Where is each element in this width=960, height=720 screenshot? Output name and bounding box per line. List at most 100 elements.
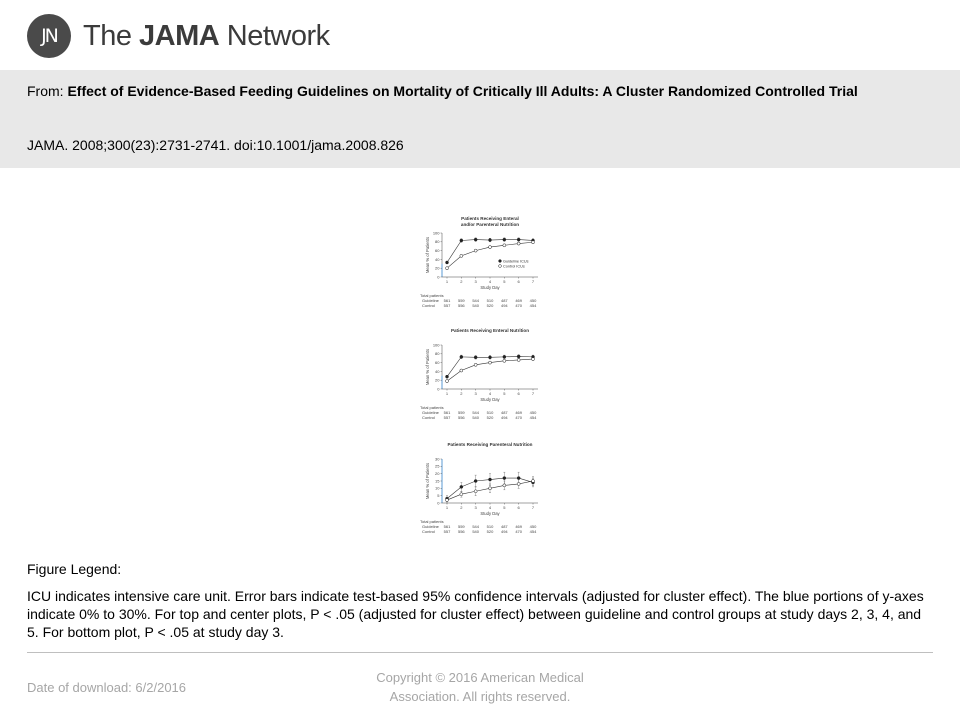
- logo-prefix: The: [83, 19, 140, 52]
- table-cell: 557: [444, 303, 451, 308]
- y-axis-label: Mean % of Patients: [425, 463, 430, 499]
- y-tick-label: 80: [435, 239, 440, 244]
- table-cell: 487: [501, 524, 508, 529]
- control-point: [488, 360, 492, 365]
- x-tick-label: 1: [446, 279, 449, 284]
- table-cell: 559: [458, 298, 465, 303]
- copyright-notice: Copyright © 2016 American Medical Associ…: [376, 670, 584, 704]
- control-point: [445, 498, 449, 502]
- x-tick-label: 4: [489, 391, 492, 396]
- control-point: [459, 492, 464, 496]
- table-cell: 450: [530, 410, 537, 415]
- table-heading: Total patients: [420, 405, 444, 410]
- table-cell: 556: [458, 415, 465, 420]
- chart-title: and/or Parenteral Nutrition: [461, 222, 519, 227]
- logo-suffix: Network: [219, 19, 330, 52]
- table-cell: 557: [444, 529, 451, 534]
- guideline-point: [502, 476, 507, 480]
- x-axis-label: Study Day: [480, 397, 500, 402]
- control-point: [531, 240, 535, 244]
- table-cell: 450: [530, 524, 537, 529]
- control-point: [531, 357, 535, 361]
- guideline-point: [459, 238, 464, 243]
- x-tick-label: 3: [475, 391, 478, 396]
- guideline-point: [473, 237, 478, 242]
- control-point: [473, 489, 478, 494]
- table-cell: 487: [501, 298, 508, 303]
- x-axis-label: Study Day: [480, 285, 500, 290]
- control-point: [488, 486, 492, 491]
- article-citation: From: Effect of Evidence-Based Feeding G…: [27, 82, 927, 101]
- table-cell: 470: [515, 529, 522, 534]
- legend-entry: Control ICUs: [503, 264, 525, 268]
- table-cell: 520: [487, 415, 494, 420]
- control-point: [473, 363, 478, 367]
- logo-bold: JAMA: [139, 19, 220, 52]
- control-point: [516, 482, 521, 486]
- jn-logo-mark: JN: [27, 14, 71, 58]
- table-cell: 540: [472, 303, 479, 308]
- y-tick-label: 25: [435, 464, 440, 469]
- table-cell: 540: [472, 415, 479, 420]
- table-row-label: Guideline: [422, 524, 440, 529]
- y-tick-label: 15: [435, 478, 440, 483]
- x-axis-label: Study Day: [480, 511, 500, 516]
- x-tick-label: 7: [532, 279, 535, 284]
- chart-title: Patients Receiving Enteral: [461, 216, 519, 221]
- table-cell: 559: [458, 410, 465, 415]
- x-tick-label: 6: [518, 391, 521, 396]
- table-cell: 470: [515, 303, 522, 308]
- control-point: [516, 358, 521, 362]
- guideline-point: [459, 485, 464, 489]
- table-cell: 494: [501, 303, 508, 308]
- x-tick-label: 2: [460, 279, 463, 284]
- x-tick-label: 3: [475, 505, 478, 510]
- table-cell: 469: [515, 410, 522, 415]
- control-point: [459, 368, 464, 373]
- control-point: [445, 379, 449, 383]
- guideline-point: [488, 355, 492, 360]
- table-cell: 520: [487, 303, 494, 308]
- x-tick-label: 7: [532, 391, 535, 396]
- table-heading: Total patients: [420, 519, 444, 524]
- legend-control-marker: [498, 264, 502, 268]
- y-tick-label: 100: [433, 230, 440, 235]
- y-tick-label: 0: [437, 274, 440, 279]
- x-tick-label: 1: [446, 505, 449, 510]
- guideline-point: [516, 354, 521, 359]
- download-date: 6/2/2016: [135, 680, 187, 695]
- y-tick-label: 40: [435, 369, 440, 374]
- y-axis-label: Mean % of Patients: [425, 237, 430, 273]
- table-cell: 450: [530, 298, 537, 303]
- table-cell: 544: [472, 410, 479, 415]
- table-cell: 510: [487, 410, 494, 415]
- from-label: From:: [27, 83, 68, 99]
- y-tick-label: 10: [435, 486, 440, 491]
- table-row-label: Control: [422, 415, 435, 420]
- table-cell: 454: [530, 415, 537, 420]
- y-tick-label: 60: [435, 360, 440, 365]
- x-tick-label: 5: [503, 279, 506, 284]
- table-row-label: Guideline: [422, 298, 440, 303]
- table-cell: 454: [530, 529, 537, 534]
- guideline-point: [502, 355, 507, 359]
- control-point: [502, 243, 507, 248]
- x-tick-label: 4: [489, 505, 492, 510]
- guideline-point: [445, 374, 449, 379]
- control-point: [445, 266, 449, 270]
- table-cell: 494: [501, 415, 508, 420]
- logo-wordmark: The JAMA Network: [83, 20, 330, 53]
- y-tick-label: 20: [435, 266, 440, 271]
- table-cell: 487: [501, 410, 508, 415]
- control-point: [516, 241, 521, 246]
- chart-title: Patients Receiving Enteral Nutrition: [451, 328, 529, 333]
- y-tick-label: 80: [435, 351, 440, 356]
- guideline-point: [516, 237, 521, 242]
- control-point: [531, 479, 535, 483]
- table-cell: 510: [487, 298, 494, 303]
- footer-divider: [27, 652, 933, 653]
- control-point: [502, 483, 507, 488]
- table-cell: 544: [472, 298, 479, 303]
- figure-legend: Figure Legend: ICU indicates intensive c…: [27, 560, 932, 641]
